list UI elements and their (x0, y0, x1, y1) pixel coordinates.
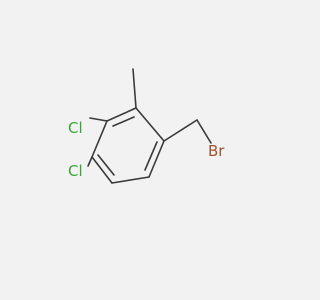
bond-ring-f (106, 107, 137, 122)
bond-cl-upper (89, 117, 108, 122)
bond-ch2 (163, 119, 198, 142)
chlorine-atom-upper: Cl (68, 119, 83, 137)
bond-ring-double-1 (112, 116, 135, 127)
bond-c-br (196, 119, 212, 144)
chlorine-atom-lower: Cl (68, 162, 83, 180)
molecule-structure: Cl Cl Br (68, 68, 225, 184)
bond-methyl (132, 68, 137, 109)
bond-cl-lower (87, 156, 93, 167)
bond-ring-e (91, 120, 108, 158)
bond-ring-c (111, 176, 150, 184)
bond-ring-d (91, 156, 113, 184)
molecule-canvas: Cl Cl Br (68, 68, 226, 184)
bond-ring-a (135, 107, 165, 142)
bond-ring-double-3 (97, 154, 115, 176)
bond-ring-double-2 (144, 141, 158, 171)
bond-ring-b (148, 140, 165, 178)
bromine-atom: Br (208, 142, 225, 160)
